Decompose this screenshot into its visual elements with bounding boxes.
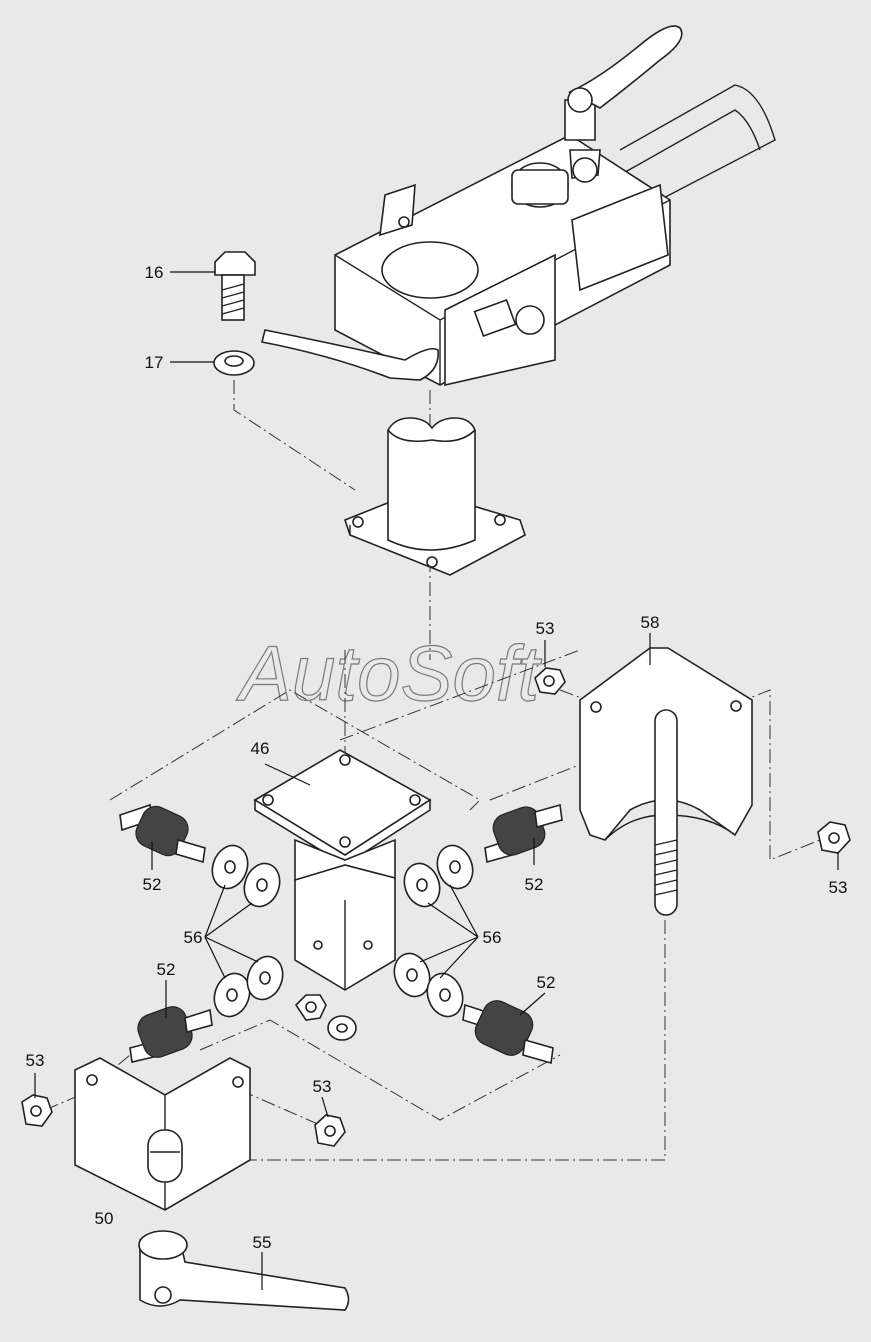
bolt-16: [214, 251, 256, 321]
nut-53-left: [21, 1094, 53, 1127]
callout-56-left: 56: [184, 928, 203, 947]
callout-53-left: 53: [26, 1051, 45, 1070]
watermark-text: AutoSoft: [236, 629, 543, 717]
bracket-58: [579, 647, 753, 916]
callout-46: 46: [251, 739, 270, 758]
callout-55: 55: [253, 1233, 272, 1252]
callout-52-bottom-left: 52: [157, 960, 176, 979]
callout-58: 58: [641, 613, 660, 632]
mounting-tube-base: [344, 417, 526, 576]
callout-52-bottom-right: 52: [537, 973, 556, 992]
callout-17: 17: [145, 353, 164, 372]
center-nut: [294, 994, 327, 1021]
clamp-handle-55: [138, 1230, 350, 1311]
callout-53-top: 53: [536, 619, 555, 638]
bracket-50: [74, 1057, 251, 1211]
callout-labels: 16 17 46 53 58 52 52 53 56 56 52 52 53 5…: [26, 263, 848, 1252]
rubber-mount-top-left: [119, 803, 206, 864]
washer-set-left: [211, 844, 284, 1018]
callout-53-right: 53: [829, 878, 848, 897]
rubber-mount-top-right: [484, 803, 563, 864]
washer-set-right: [393, 844, 474, 1018]
rubber-mount-bottom-right: [462, 1000, 554, 1065]
callout-53-bottom: 53: [313, 1077, 332, 1096]
nut-53-right: [817, 821, 851, 854]
rubber-mount-bottom-left: [129, 1006, 213, 1063]
callout-16: 16: [145, 263, 164, 282]
callout-52-top-right: 52: [525, 875, 544, 894]
callout-50: 50: [95, 1209, 114, 1228]
mount-block-46: [253, 749, 432, 991]
callout-leaders: [34, 271, 839, 1290]
tube-clamp-assembly: [261, 25, 776, 387]
callout-56-right: 56: [483, 928, 502, 947]
washer-17: [213, 350, 255, 376]
nut-53-bottom: [314, 1114, 346, 1147]
callout-52-top-left: 52: [143, 875, 162, 894]
nut-53-top: [534, 667, 566, 695]
center-washer: [327, 1015, 357, 1041]
